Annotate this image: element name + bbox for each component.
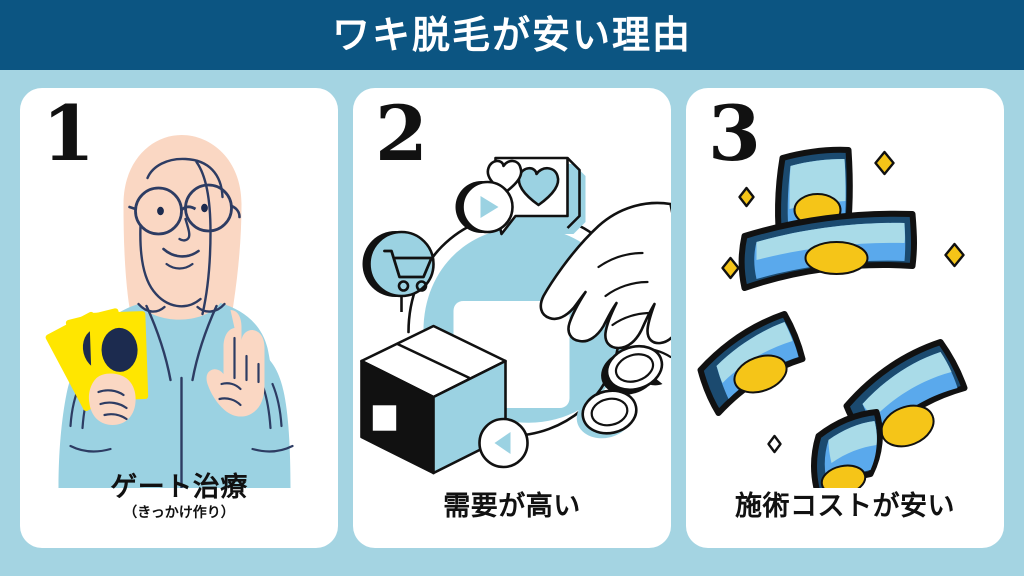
play-button-icon <box>455 180 514 234</box>
hearts-bubble <box>486 156 586 252</box>
sparkle-icons <box>721 150 965 454</box>
header-bar: ワキ脱毛が安い理由 <box>0 0 1024 70</box>
card-caption-1: ゲート治療 （きっかけ作り） <box>20 472 338 522</box>
card-1[interactable]: 1 <box>20 88 338 548</box>
illustration-woman-holding-cards <box>20 116 338 488</box>
play-button-small-icon <box>478 417 529 469</box>
card-number-1: 1 <box>42 89 95 178</box>
card-3[interactable]: 3 <box>686 88 1004 548</box>
shopping-cart-icon <box>362 230 435 312</box>
card-caption-main-1: ゲート治療 <box>110 472 248 504</box>
card-number-2: 2 <box>375 89 428 178</box>
bracelet-rings <box>576 344 664 439</box>
money-scene <box>697 146 968 488</box>
card-caption-main-3: 施術コストが安い <box>735 490 955 522</box>
card-list: 1 <box>20 88 1004 548</box>
banknote-2 <box>738 210 917 291</box>
card-caption-3: 施術コストが安い <box>686 491 1004 522</box>
banknote-3 <box>697 311 806 416</box>
page-title: ワキ脱毛が安い理由 <box>331 13 692 57</box>
card-number-3: 3 <box>708 89 761 178</box>
card-caption-main-2: 需要が高い <box>443 490 581 522</box>
card-2[interactable]: 2 <box>353 88 671 548</box>
glasses <box>128 183 241 236</box>
banknote-5 <box>811 409 883 488</box>
card-caption-sub-1: （きっかけ作り） <box>123 505 235 522</box>
ecommerce-scene <box>360 156 671 475</box>
delivery-box <box>360 324 507 475</box>
illustration-flying-money <box>686 116 1004 488</box>
card-caption-2: 需要が高い <box>353 491 671 522</box>
woman-figure <box>45 135 294 488</box>
illustration-ecommerce-demand <box>353 116 671 488</box>
